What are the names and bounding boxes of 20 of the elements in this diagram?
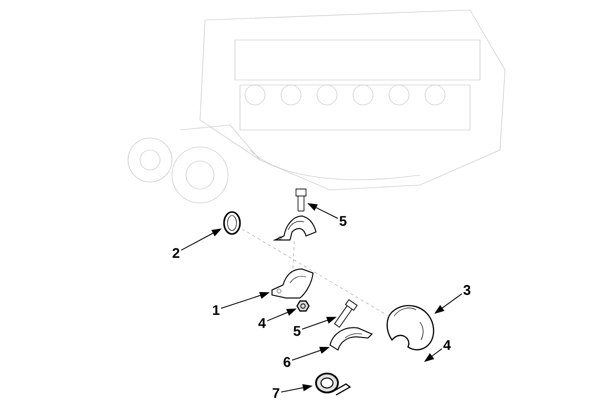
clamp-drawing — [330, 327, 372, 350]
nut-drawing — [296, 300, 310, 312]
bolt-drawing — [334, 299, 358, 328]
bolt-drawing — [296, 188, 306, 212]
clamp-drawing — [274, 216, 316, 240]
callout-number: 2 — [172, 248, 180, 258]
assembly-line — [292, 240, 295, 272]
callout-number: 7 — [272, 388, 280, 398]
callout-number: 6 — [284, 357, 290, 367]
callout-number: 1 — [213, 305, 220, 315]
callout-number: 5 — [340, 216, 346, 226]
elbow-hose-drawing — [386, 305, 434, 350]
callout-number: 4 — [258, 318, 266, 328]
assembly-line — [242, 228, 390, 318]
clamp-drawing — [272, 268, 314, 298]
ring-drawing — [315, 372, 352, 396]
callout-number: 3 — [463, 285, 470, 295]
callout-number: 4 — [443, 340, 451, 350]
callout-number: 5 — [294, 326, 301, 336]
washer-drawing — [223, 211, 241, 235]
